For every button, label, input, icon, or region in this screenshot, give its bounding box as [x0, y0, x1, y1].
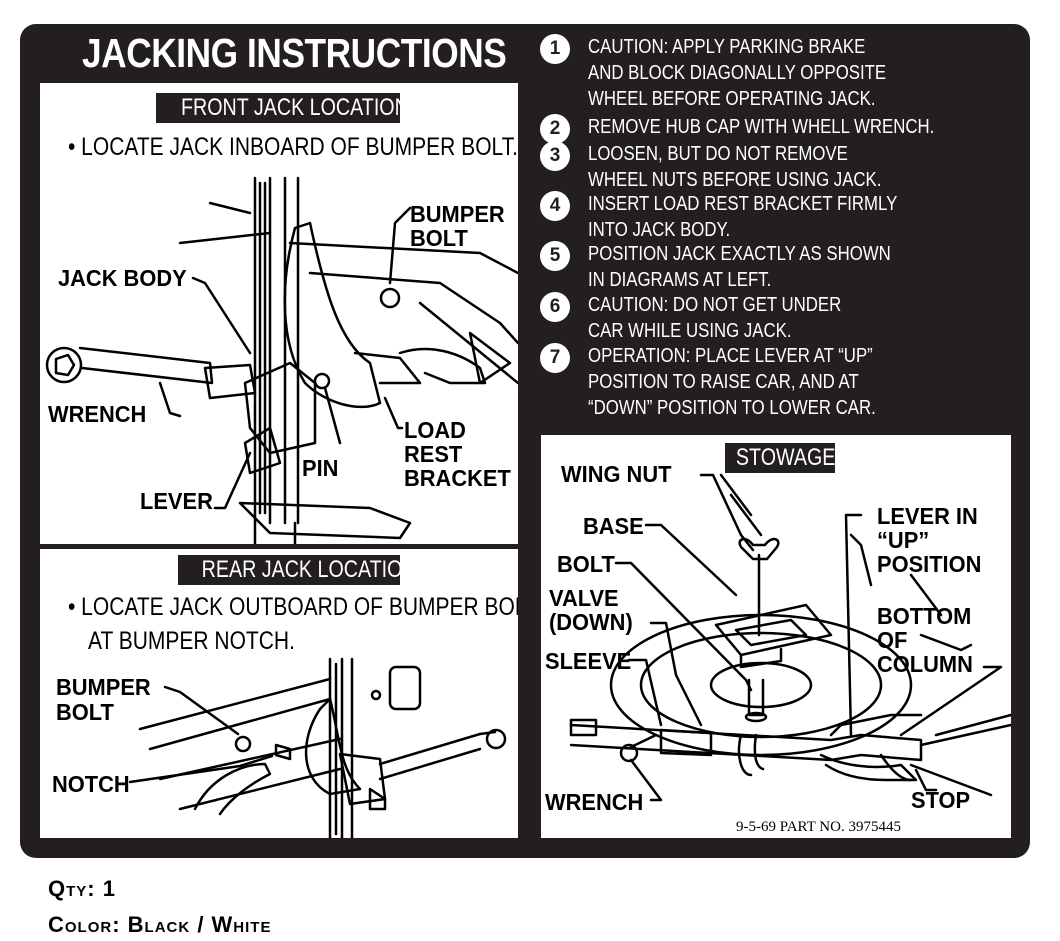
front-jack-illustration	[45, 176, 518, 544]
decal-title: JACKING INSTRUCTIONS	[82, 30, 507, 76]
quantity-label: Qty: 1	[48, 876, 116, 901]
front-jack-heading: FRONT JACK LOCATION	[156, 93, 409, 123]
front-jack-panel: FRONT JACK LOCATION • LOCATE JACK INBOAR…	[40, 83, 518, 544]
callout-load-1: LOAD	[404, 417, 466, 443]
stowage-illustration	[569, 473, 1011, 802]
callout-jack-body: JACK BODY	[58, 265, 187, 291]
callout-bottom-1: BOTTOM	[877, 603, 972, 629]
step-number-1: 1	[540, 34, 570, 64]
rear-instruction-1: • LOCATE JACK OUTBOARD OF BUMPER BOLT	[68, 593, 518, 621]
callout-load-3: BRACKET	[404, 465, 511, 491]
callout-bottom-2: OF	[877, 627, 908, 653]
stowage-heading: STOWAGE	[725, 443, 835, 473]
step-number-4: 4	[540, 191, 570, 221]
step-number-3: 3	[540, 141, 570, 171]
color-label: Color: Black / White	[48, 912, 272, 937]
part-number: 9-5-69 PART NO. 3975445	[736, 819, 901, 835]
callout-front-bumper-2: BOLT	[410, 225, 468, 251]
stowage-panel: STOWAGE WING NUT BASE BOLT VALVE (DOWN) …	[541, 435, 1011, 838]
callout-stop: STOP	[911, 787, 971, 813]
callout-front-bumper-1: BUMPER	[410, 201, 505, 227]
step-number-6: 6	[540, 292, 570, 322]
front-instruction: • LOCATE JACK INBOARD OF BUMPER BOLT.	[68, 133, 518, 161]
callout-bottom-3: COLUMN	[877, 651, 973, 677]
callout-base: BASE	[583, 513, 644, 539]
callout-pin: PIN	[302, 455, 339, 481]
callout-lever: LEVER	[140, 488, 213, 514]
callout-front-wrench: WRENCH	[48, 401, 147, 427]
callout-valve-1: VALVE	[549, 585, 619, 611]
callout-lever-up-1: LEVER IN	[877, 503, 978, 529]
callout-notch: NOTCH	[52, 771, 130, 797]
callout-bolt: BOLT	[557, 551, 615, 577]
callout-lever-up-2: “UP”	[877, 527, 930, 553]
rear-jack-illustration	[128, 657, 507, 838]
rear-jack-heading: REAR JACK LOCATION	[178, 555, 417, 585]
step-number-2: 2	[540, 114, 570, 144]
step-number-7: 7	[540, 343, 570, 373]
rear-instruction-2: AT BUMPER NOTCH.	[88, 627, 295, 655]
rear-jack-panel: REAR JACK LOCATION • LOCATE JACK OUTBOAR…	[40, 549, 518, 838]
step-number-5: 5	[540, 241, 570, 271]
callout-load-2: REST	[404, 441, 463, 467]
callout-rear-bumper-2: BOLT	[56, 699, 114, 725]
callout-wing-nut: WING NUT	[561, 461, 672, 487]
callout-valve-2: (DOWN)	[549, 609, 633, 635]
callout-sleeve: SLEEVE	[545, 648, 632, 674]
callout-rear-bumper-1: BUMPER	[56, 674, 151, 700]
callout-lever-up-3: POSITION	[877, 551, 982, 577]
callout-stow-wrench: WRENCH	[545, 789, 644, 815]
